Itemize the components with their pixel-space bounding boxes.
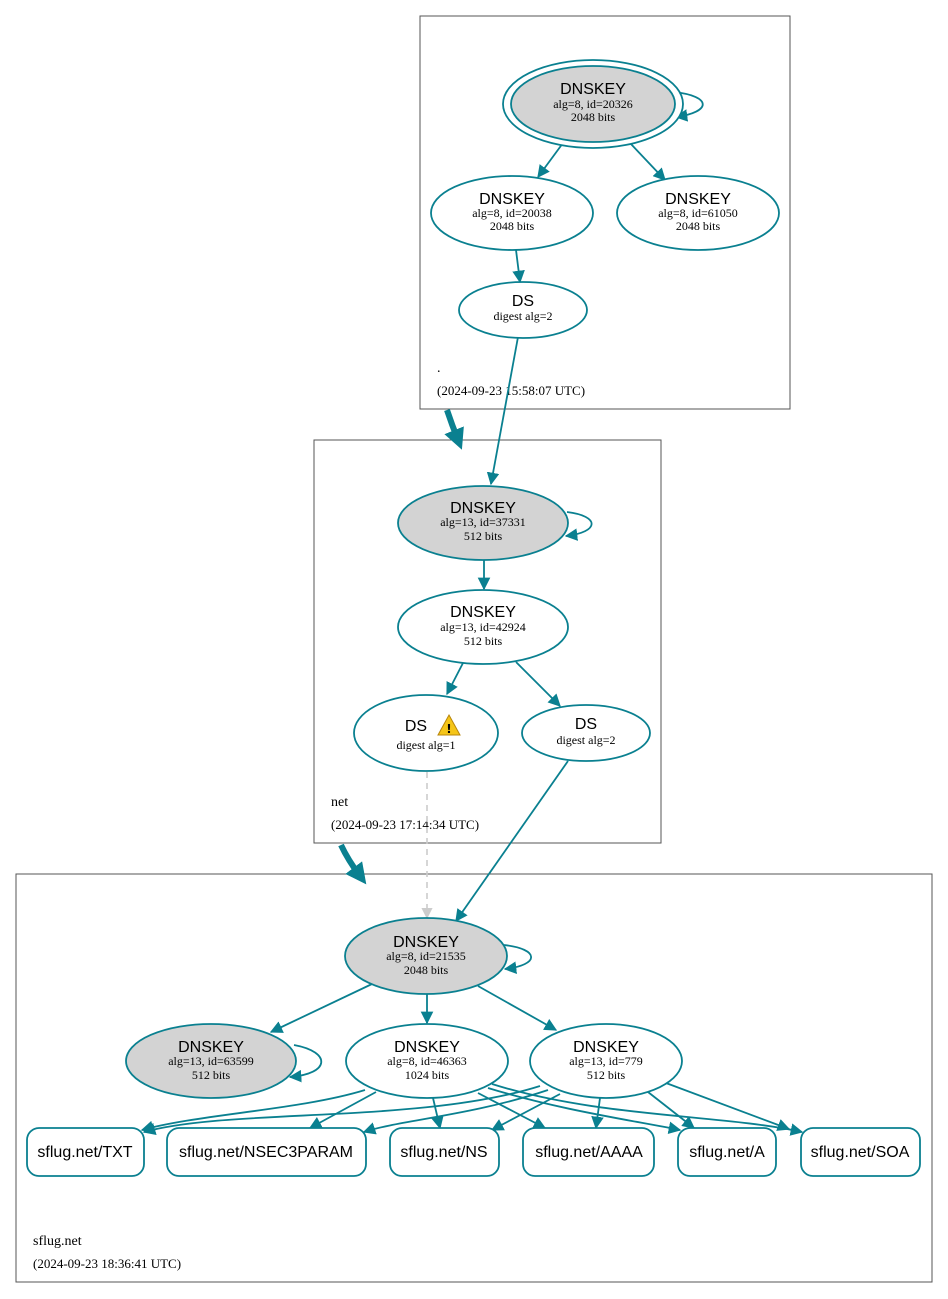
zone-name-sflug: sflug.net <box>33 1234 82 1249</box>
edge-46363-soa <box>491 1083 804 1136</box>
zone-name-root: . <box>437 361 441 376</box>
edge-sflug-ksk-63599 <box>269 983 373 1033</box>
node-alg-id: alg=13, id=42924 <box>440 620 526 634</box>
edge-46363-nsec3param <box>308 1091 377 1129</box>
node-root-ds[interactable]: DS digest alg=2 <box>458 281 588 339</box>
edge-779-aaaa <box>591 1097 604 1130</box>
edge-net-ds2-sflug-ksk <box>455 760 569 923</box>
node-title: DNSKEY <box>479 191 545 208</box>
zone-box-root <box>419 15 791 410</box>
node-bits: 2048 bits <box>676 219 721 233</box>
node-net-ds-alg2[interactable]: DS digest alg=2 <box>521 704 651 762</box>
node-title: DNSKEY <box>665 191 731 208</box>
delegation-root-to-net <box>444 409 464 450</box>
node-bits: 2048 bits <box>490 219 535 233</box>
zone-box-net <box>313 439 662 844</box>
node-bits: 512 bits <box>587 1068 626 1082</box>
edge-779-a <box>647 1091 695 1129</box>
edge-root-ksk-zsk1 <box>537 142 564 179</box>
node-title: DNSKEY <box>394 1039 460 1056</box>
edge-root-ksk-self <box>673 91 704 122</box>
node-bits: 1024 bits <box>405 1068 450 1082</box>
node-sflug-ksk-21535[interactable]: DNSKEY alg=8, id=21535 2048 bits <box>344 917 508 995</box>
node-alg-id: alg=13, id=37331 <box>440 515 526 529</box>
warning-icon: ! <box>437 713 461 736</box>
node-sflug-key-779[interactable]: DNSKEY alg=13, id=779 512 bits <box>529 1023 683 1099</box>
edge-sflug-ksk-779 <box>477 985 558 1031</box>
edge-root-ds-net-ksk <box>486 336 519 486</box>
rrset-soa[interactable]: sflug.net/SOA <box>800 1127 921 1177</box>
rrset-aaaa[interactable]: sflug.net/AAAA <box>522 1127 655 1177</box>
node-title: DNSKEY <box>573 1039 639 1056</box>
node-bits: 512 bits <box>464 529 503 543</box>
node-bits: 512 bits <box>464 634 503 648</box>
node-title: DNSKEY <box>178 1039 244 1056</box>
rrset-label: sflug.net/SOA <box>811 1144 910 1161</box>
zone-timestamp-root: (2024-09-23 15:58:07 UTC) <box>437 383 585 398</box>
node-bits: 2048 bits <box>571 110 616 124</box>
node-title: DNSKEY <box>560 81 626 98</box>
edge-46363-a <box>487 1087 682 1134</box>
rrset-label: sflug.net/NS <box>400 1144 487 1161</box>
edge-46363-txt <box>140 1089 366 1134</box>
edge-779-nsec3param <box>362 1089 549 1135</box>
edge-net-ksk-self <box>564 511 593 541</box>
node-alg-id: alg=8, id=21535 <box>386 949 466 963</box>
rrset-ns[interactable]: sflug.net/NS <box>389 1127 500 1177</box>
node-root-ksk-20326[interactable]: DNSKEY alg=8, id=20326 2048 bits <box>502 59 684 149</box>
edge-779-txt <box>142 1085 541 1136</box>
svg-text:!: ! <box>446 722 451 736</box>
edge-sflug-ksk-self <box>503 944 533 974</box>
rrset-label: sflug.net/AAAA <box>535 1144 643 1161</box>
node-title: DS <box>512 293 534 310</box>
node-alg-id: alg=8, id=20038 <box>472 206 552 220</box>
node-alg-id: alg=8, id=61050 <box>658 206 738 220</box>
node-net-ds-alg1[interactable]: DS ! digest alg=1 <box>353 694 499 772</box>
edge-46363-ns <box>431 1097 444 1130</box>
edge-root-zsk1-ds <box>512 249 525 284</box>
node-digest: digest alg=2 <box>493 309 552 323</box>
node-root-zsk-61050[interactable]: DNSKEY alg=8, id=61050 2048 bits <box>616 175 780 251</box>
rrset-txt[interactable]: sflug.net/TXT <box>26 1127 145 1177</box>
edge-sflug-63599-self <box>288 1044 323 1083</box>
node-alg-id: alg=8, id=46363 <box>387 1054 467 1068</box>
zone-name-net: net <box>331 795 348 810</box>
zone-timestamp-net: (2024-09-23 17:14:34 UTC) <box>331 817 479 832</box>
node-alg-id: alg=13, id=779 <box>569 1054 643 1068</box>
node-title: DNSKEY <box>393 934 459 951</box>
node-sflug-key-46363[interactable]: DNSKEY alg=8, id=46363 1024 bits <box>345 1023 509 1099</box>
node-title: DS <box>405 718 427 735</box>
edge-net-zsk-ds1 <box>446 662 464 696</box>
node-digest: digest alg=1 <box>396 738 455 752</box>
node-net-zsk-42924[interactable]: DNSKEY alg=13, id=42924 512 bits <box>397 589 569 665</box>
node-alg-id: alg=8, id=20326 <box>553 97 633 111</box>
delegation-net-to-sflug <box>338 843 367 885</box>
rrset-a[interactable]: sflug.net/A <box>677 1127 777 1177</box>
edge-root-ksk-zsk2 <box>629 142 666 181</box>
rrset-label: sflug.net/A <box>689 1144 765 1161</box>
node-net-ksk-37331[interactable]: DNSKEY alg=13, id=37331 512 bits <box>397 485 569 561</box>
node-bits: 512 bits <box>192 1068 231 1082</box>
node-alg-id: alg=13, id=63599 <box>168 1054 254 1068</box>
node-title: DNSKEY <box>450 500 516 517</box>
node-digest: digest alg=2 <box>556 733 615 747</box>
rrset-nsec3param[interactable]: sflug.net/NSEC3PARAM <box>166 1127 367 1177</box>
node-bits: 2048 bits <box>404 963 449 977</box>
edge-779-ns <box>490 1093 561 1131</box>
node-sflug-key-63599[interactable]: DNSKEY alg=13, id=63599 512 bits <box>125 1023 297 1099</box>
zone-timestamp-sflug: (2024-09-23 18:36:41 UTC) <box>33 1256 181 1271</box>
zone-box-sflug <box>15 873 933 1283</box>
rrset-label: sflug.net/TXT <box>37 1144 132 1161</box>
node-title: DNSKEY <box>450 604 516 621</box>
node-title: DS <box>575 716 597 733</box>
edge-779-soa <box>665 1082 791 1131</box>
node-root-zsk-20038[interactable]: DNSKEY alg=8, id=20038 2048 bits <box>430 175 594 251</box>
rrset-label: sflug.net/NSEC3PARAM <box>179 1144 353 1161</box>
edge-net-zsk-ds2 <box>515 661 561 707</box>
